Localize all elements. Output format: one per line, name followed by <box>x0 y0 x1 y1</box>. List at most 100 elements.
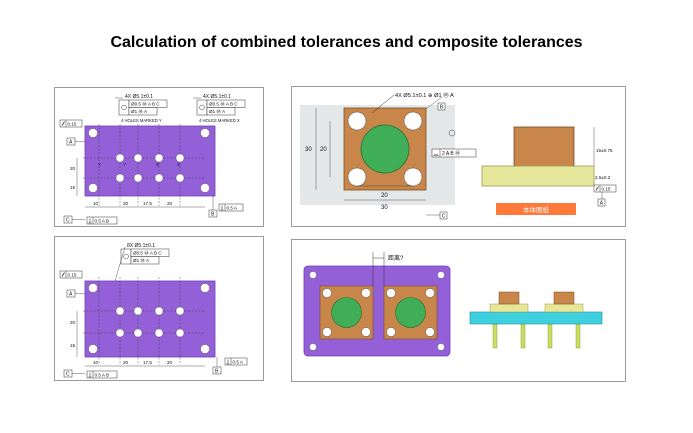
hole-y <box>115 173 125 183</box>
flatness-value: 0.15 <box>68 273 77 278</box>
hole <box>154 306 164 316</box>
plate-hole <box>437 271 445 279</box>
fcf-position: Ø0.5 Ⓜ A B C <box>133 250 162 257</box>
inner-holes <box>115 153 185 183</box>
datum-c-letter: C <box>442 214 446 220</box>
hole-x <box>175 173 185 183</box>
corner-hole <box>200 183 210 193</box>
corner-hole <box>347 167 367 187</box>
figure-title: Calculation of combined tolerances and c… <box>110 34 583 51</box>
hole-centerlines <box>83 277 205 365</box>
copper-cylinder-side-view <box>513 126 575 174</box>
datum-b-letter: B <box>440 105 444 111</box>
dim-20-vertical: 20 <box>320 147 327 153</box>
left-fcf-position: Ø0.5 Ⓜ A B C <box>131 101 160 108</box>
corner-hole <box>200 128 210 138</box>
dim-20-vertical: 20 <box>70 320 76 325</box>
left-hole-note: 4 HOLES MARKED Y <box>121 118 162 123</box>
right-hole-note: 4 HOLES MARKED X <box>199 118 240 123</box>
right-feature-control-frame: 4X Ø5.1±0.1 Ø0.5 Ⓜ A B C Ø1 Ⓜ A 4 HOLES … <box>193 94 246 123</box>
datum-c-letter: C <box>66 218 70 224</box>
datum-target-icon <box>448 129 456 137</box>
side-dim-thickness: 2.5±0.2 <box>595 175 611 180</box>
flatness-value: 0.15 <box>68 122 77 127</box>
block-hole <box>322 327 332 337</box>
yellow-base-right <box>544 303 584 313</box>
hole-y <box>133 153 143 163</box>
cyan-plate <box>469 311 603 325</box>
panel-2-svg: 4X Ø5.1±0.1 ⊕ Ø1 Ⓜ A B 2 A B Ⓜ 30 20 20 … <box>300 91 617 220</box>
perpendicularity-icon <box>220 205 224 211</box>
left-fcf-count: 4X Ø5.1±0.1 <box>125 94 153 100</box>
dim-20-vertical: 20 <box>70 166 76 171</box>
hole-label-y: Y <box>98 162 101 167</box>
flatness-icon <box>61 121 65 126</box>
green-center-boss <box>360 124 410 174</box>
panel-1-four-hole-pattern-drawing: Y Y X X 4X Ø5.1±0.1 Ø0.5 Ⓜ A B C Ø1 Ⓜ A … <box>54 87 264 227</box>
corner-hole <box>88 283 98 293</box>
perpendicularity-icon <box>226 359 230 365</box>
perpendicularity-icon <box>88 218 92 224</box>
datum-b-letter: B <box>211 212 215 218</box>
profile-icon <box>433 153 439 156</box>
plate-holes <box>309 271 445 351</box>
left-fcf-subtolerance: Ø1 Ⓜ A <box>131 108 148 115</box>
dim-17-5: 17.5 <box>143 201 152 206</box>
perpendicularity-icon <box>88 372 92 378</box>
corner-hole <box>347 111 367 131</box>
corner-hole <box>88 344 98 354</box>
dim-20-a: 20 <box>123 360 129 365</box>
corner-hole <box>88 183 98 193</box>
dim-20-horizontal: 20 <box>381 193 388 199</box>
block-hole <box>386 288 396 298</box>
hole <box>133 306 143 316</box>
side-flatness-callout: 0.15 <box>593 184 617 193</box>
datum-a-letter: A <box>69 140 73 146</box>
block-hole <box>386 327 396 337</box>
right-fcf-subtolerance: Ø1 Ⓜ A <box>209 108 226 115</box>
hole-label-x: X <box>156 162 159 167</box>
hole <box>175 306 185 316</box>
right-fcf-position: Ø0.5 Ⓜ A B C <box>209 101 238 108</box>
hole-x <box>154 153 164 163</box>
dim-10: 10 <box>93 201 99 206</box>
dim-30-vertical: 30 <box>305 147 312 153</box>
position-icon <box>199 104 205 111</box>
side-datum-a: A <box>600 201 604 207</box>
hole <box>133 328 143 338</box>
profile-callout: 2 A B Ⓜ <box>431 148 477 158</box>
distance-question: 距离? <box>388 254 404 262</box>
yellow-base-plate <box>481 165 595 187</box>
corner-hole <box>88 128 98 138</box>
side-dim-height: 15±0.75 <box>596 148 613 153</box>
hole-centerlines <box>83 124 205 206</box>
dim-10: 10 <box>93 360 99 365</box>
corner-hole <box>200 283 210 293</box>
panel-4-svg: 距离? <box>303 252 603 357</box>
body-drawing-label-box <box>496 203 576 215</box>
yellow-base-left <box>489 303 529 313</box>
block-hole <box>361 288 371 298</box>
hole-fcf: 4X Ø5.1±0.1 ⊕ Ø1 Ⓜ A <box>395 91 454 99</box>
copper-cylinder-right <box>553 291 575 305</box>
hole <box>175 328 185 338</box>
dim-20-a: 20 <box>123 201 129 206</box>
panel-1-svg: Y Y X X 4X Ø5.1±0.1 Ø0.5 Ⓜ A B C Ø1 Ⓜ A … <box>59 94 246 225</box>
green-boss-left <box>331 297 362 328</box>
panel-4-two-block-distance-question: 距离? <box>291 239 626 382</box>
hole <box>154 328 164 338</box>
dim-20-b: 20 <box>167 360 173 365</box>
dim-30-horizontal: 30 <box>381 205 388 211</box>
block-hole <box>322 288 332 298</box>
datum-a-callout: A <box>66 137 85 146</box>
hole-x <box>175 153 185 163</box>
panel-3-svg: 8X Ø5.1±0.1 Ø0.5 Ⓜ A B C Ø1 Ⓜ A 0.15 A 2… <box>59 243 248 379</box>
datum-a-callout: A <box>66 289 85 298</box>
corner-hole <box>403 167 423 187</box>
hole-y <box>115 153 125 163</box>
body-drawing-label: 本体图纸 <box>523 205 550 214</box>
plate-hole <box>309 271 317 279</box>
hole-label-x: X <box>177 162 180 167</box>
block-hole <box>425 327 435 337</box>
datum-a-letter: A <box>69 292 73 298</box>
